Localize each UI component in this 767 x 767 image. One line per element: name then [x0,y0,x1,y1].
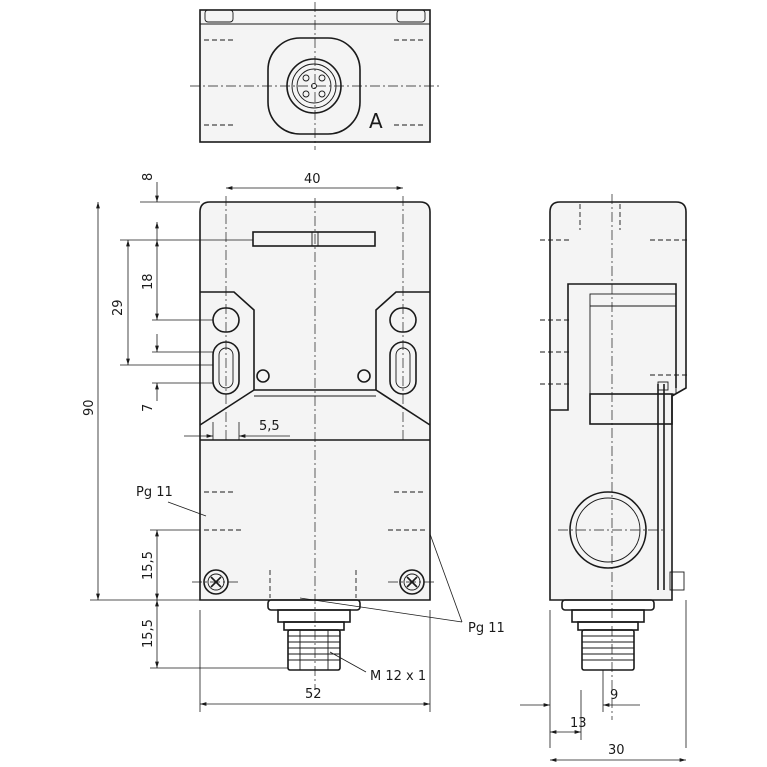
dim-5-5: 5,5 [259,419,280,434]
dim-18: 18 [141,273,156,290]
dim-30: 30 [608,743,625,758]
hole-small-right [357,369,371,383]
connector-base [267,37,361,135]
callout-pg11-left: Pg 11 [136,485,173,500]
dim-90: 90 [82,399,97,416]
top-view-label: A [369,109,383,133]
m12-connector [267,599,361,671]
top-view: A [190,2,440,150]
dim-8: 8 [141,173,156,181]
top-view-notch-left [204,9,234,23]
front-view [192,196,436,690]
top-view-notch-right [396,9,426,23]
side-dimensions: 9 13 30 [520,600,687,762]
dim-29: 29 [111,299,126,316]
mounting-ear-left [199,291,255,426]
side-m12-connector [561,599,655,671]
hole-small-left [256,369,270,383]
actuator-slot [252,231,376,247]
side-view-body [549,201,687,601]
dim-15-5-upper: 15,5 [141,551,156,580]
dim-52: 52 [305,687,322,702]
connector-outer-ring [286,58,342,114]
side-cable-entry-outer [569,491,647,569]
dim-9: 9 [610,688,618,703]
callout-m12: M 12 x 1 [370,669,426,684]
front-dimensions: 40 8 18 29 90 7 5,5 [82,172,505,712]
dim-7: 7 [141,404,156,412]
side-view [540,194,690,720]
dim-15-5-lower: 15,5 [141,619,156,648]
dim-40: 40 [304,172,321,187]
connector-pin-face [296,68,332,104]
side-cable-entry-inner [575,497,641,563]
side-step [589,393,673,425]
callout-pg11-right: Pg 11 [468,621,505,636]
mounting-ear-right [375,291,431,426]
dim-13: 13 [570,716,587,731]
